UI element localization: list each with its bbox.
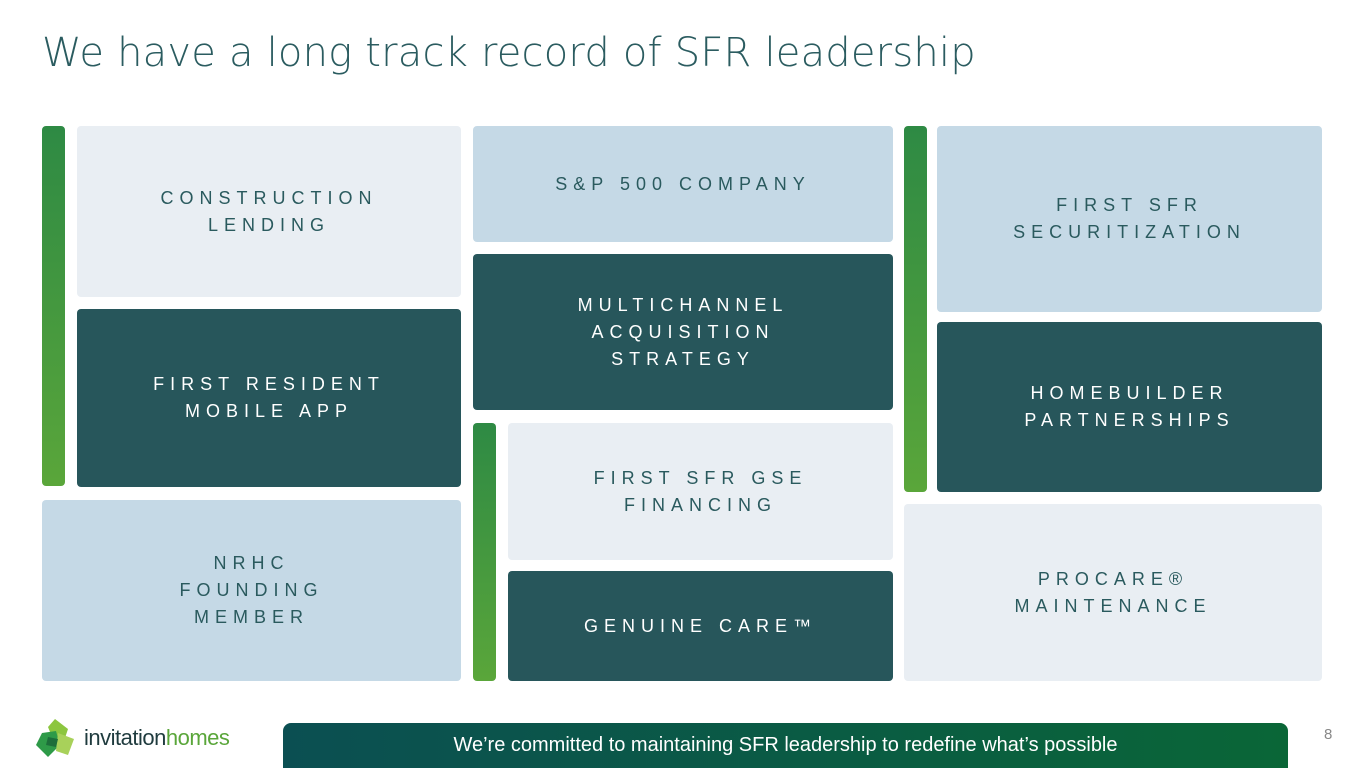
tile-first-sfr-securitization: FIRST SFR SECURITIZATION xyxy=(937,126,1322,312)
tile-first-resident-mobile-app: FIRST RESIDENT MOBILE APP xyxy=(77,309,461,487)
logo-word-homes: homes xyxy=(165,725,230,750)
tile-procare-maintenance: PROCARE® MAINTENANCE xyxy=(904,504,1322,681)
tile-genuine-care: GENUINE CARE™ xyxy=(508,571,893,681)
logo-word-invitation: invitation xyxy=(84,725,166,750)
logo-mark-icon xyxy=(36,719,74,757)
footer-banner: We’re committed to maintaining SFR leade… xyxy=(283,723,1288,768)
page-number: 8 xyxy=(1324,726,1333,743)
tile-nrhc-founding-member: NRHC FOUNDING MEMBER xyxy=(42,500,461,681)
tile-construction-lending: CONSTRUCTION LENDING xyxy=(77,126,461,297)
green-accent-bar xyxy=(473,423,496,681)
tile-homebuilder-partnerships: HOMEBUILDER PARTNERSHIPS xyxy=(937,322,1322,492)
green-accent-bar xyxy=(42,126,65,486)
green-accent-bar xyxy=(904,126,927,492)
tile-multichannel-acquisition: MULTICHANNEL ACQUISITION STRATEGY xyxy=(473,254,893,410)
company-logo: invitationhomes xyxy=(34,717,230,759)
tile-first-sfr-gse-financing: FIRST SFR GSE FINANCING xyxy=(508,423,893,560)
page-title: We have a long track record of SFR leade… xyxy=(42,30,976,76)
tile-sp500-company: S&P 500 COMPANY xyxy=(473,126,893,242)
